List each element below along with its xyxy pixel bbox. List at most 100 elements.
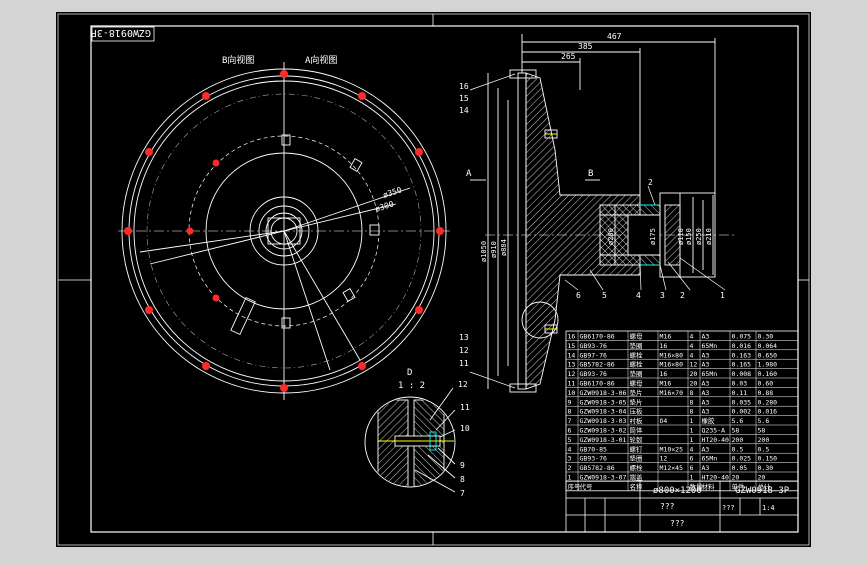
- bom-cell: M16×70: [660, 389, 684, 397]
- bom-cell: 58: [732, 427, 740, 435]
- bom-cell: 0.016: [758, 408, 778, 416]
- bom-cell: 0.035: [732, 398, 752, 406]
- title-drawing-no: GZW0918-3P: [735, 486, 790, 496]
- bom-cell: 0.075: [732, 333, 752, 341]
- bom-cell: 20: [690, 380, 698, 388]
- bom-cell: 20: [690, 370, 698, 378]
- dim-150: ø150: [685, 228, 693, 245]
- bom-cell: Q235-A: [702, 427, 726, 435]
- bom-cell: 总计: [758, 482, 772, 491]
- bom-cell: 0.064: [758, 342, 778, 350]
- bom-cell: 数量: [690, 482, 704, 491]
- bom-cell: 端盖: [630, 473, 644, 482]
- bom-cell: 20: [758, 474, 766, 482]
- bom-cell: M16: [660, 380, 672, 388]
- bom-cell: 5.6: [732, 417, 744, 425]
- bom-cell: 14: [568, 351, 576, 359]
- title-sheet: ???: [722, 504, 735, 512]
- bom-cell: 0.165: [732, 361, 752, 369]
- bom-cell: δ4: [660, 417, 668, 425]
- bom-cell: 序号: [568, 482, 582, 491]
- bom-cell: M16×80: [660, 351, 684, 359]
- bom-cell: 15: [568, 342, 576, 350]
- title-scale: 1:4: [762, 504, 775, 512]
- bom-cell: 衬板: [630, 416, 644, 425]
- bom-cell: A3: [702, 380, 710, 388]
- bom-cell: 6: [690, 455, 694, 463]
- dim-884: ø884: [500, 239, 508, 256]
- stamp-text: GZW0918-3P: [91, 27, 151, 38]
- bom-cell: 65Mn: [702, 370, 718, 378]
- bom-cell: 8: [690, 389, 694, 397]
- bom-cell: A3: [702, 398, 710, 406]
- balloon-13: 13: [459, 333, 469, 342]
- bom-cell: GZW0918-3-07: [580, 474, 627, 482]
- bom-cell: 0.163: [732, 351, 752, 359]
- bom-cell: A3: [702, 408, 710, 416]
- bom-cell: 螺栓: [630, 463, 644, 472]
- section-b-label: B: [588, 169, 593, 179]
- detail-label: D: [407, 368, 412, 378]
- bom-cell: 2: [568, 464, 572, 472]
- bom-cell: 12: [690, 361, 698, 369]
- bom-cell: M12×45: [660, 464, 684, 472]
- bom-cell: GB70-85: [580, 445, 607, 453]
- bom-cell: 0.5: [732, 445, 744, 453]
- balloon-3: 3: [660, 291, 665, 300]
- bom-cell: 0.016: [732, 342, 752, 350]
- bom-cell: 7: [568, 417, 572, 425]
- bom-cell: GZW0918-3-01: [580, 436, 627, 444]
- bom-cell: 58: [758, 427, 766, 435]
- bom-cell: 200: [732, 436, 744, 444]
- bom-cell: 6: [690, 464, 694, 472]
- detail-scale: 1 : 2: [398, 381, 425, 391]
- bom-cell: 4: [690, 333, 694, 341]
- bom-cell: 0.88: [758, 389, 774, 397]
- bom-cell: GB6170-86: [580, 333, 615, 341]
- bom-cell: 0.002: [732, 408, 752, 416]
- section-view: [470, 34, 735, 393]
- bom-cell: 垫圈: [630, 454, 643, 463]
- bom-cell: 4: [690, 445, 694, 453]
- balloon-16: 16: [459, 82, 469, 91]
- bom-cell: 4: [690, 351, 694, 359]
- bom-cell: 0.30: [758, 333, 774, 341]
- bom-cell: 1: [690, 436, 694, 444]
- balloon-12: 12: [459, 346, 469, 355]
- bom-cell: A3: [702, 445, 710, 453]
- bom-cell: 1.980: [758, 361, 778, 369]
- bom-cell: 4: [568, 445, 572, 453]
- bom-cell: 螺钉: [630, 444, 644, 453]
- bom-cell: 10: [568, 389, 576, 397]
- bom-cell: 8: [568, 408, 572, 416]
- detail-view: [364, 387, 456, 493]
- bom-cell: 0.650: [758, 351, 778, 359]
- dim-910: ø910: [490, 241, 498, 258]
- bom-cell: 5.6: [758, 417, 770, 425]
- bom-cell: 6: [568, 427, 572, 435]
- bom-cell: GB5782-86: [580, 464, 615, 472]
- dim-385: 385: [578, 42, 593, 51]
- bom-cell: A3: [702, 361, 710, 369]
- bom-cell: 16: [660, 370, 668, 378]
- bom-cell: 0.5: [758, 445, 770, 453]
- outer-border: [57, 13, 810, 546]
- bom-cell: 橡胶: [702, 416, 716, 425]
- bom-cell: 筒体: [630, 426, 644, 435]
- bom-cell: 0.11: [732, 389, 748, 397]
- stamp-box: [91, 26, 155, 42]
- bom-cell: 5: [568, 436, 572, 444]
- dim-175: ø175: [649, 228, 657, 245]
- bom-cell: 1: [568, 474, 572, 482]
- bom-cell: 20: [732, 474, 740, 482]
- dim-265: 265: [561, 52, 576, 61]
- centering-marks: [58, 14, 809, 545]
- bom-cell: M10×25: [660, 445, 684, 453]
- title-company: ???: [670, 519, 685, 528]
- inner-border: [90, 25, 799, 533]
- bom-cell: 垫片: [630, 397, 643, 406]
- bom-cell: GZW0918-3-05: [580, 398, 627, 406]
- bom-cell: 0.160: [758, 370, 778, 378]
